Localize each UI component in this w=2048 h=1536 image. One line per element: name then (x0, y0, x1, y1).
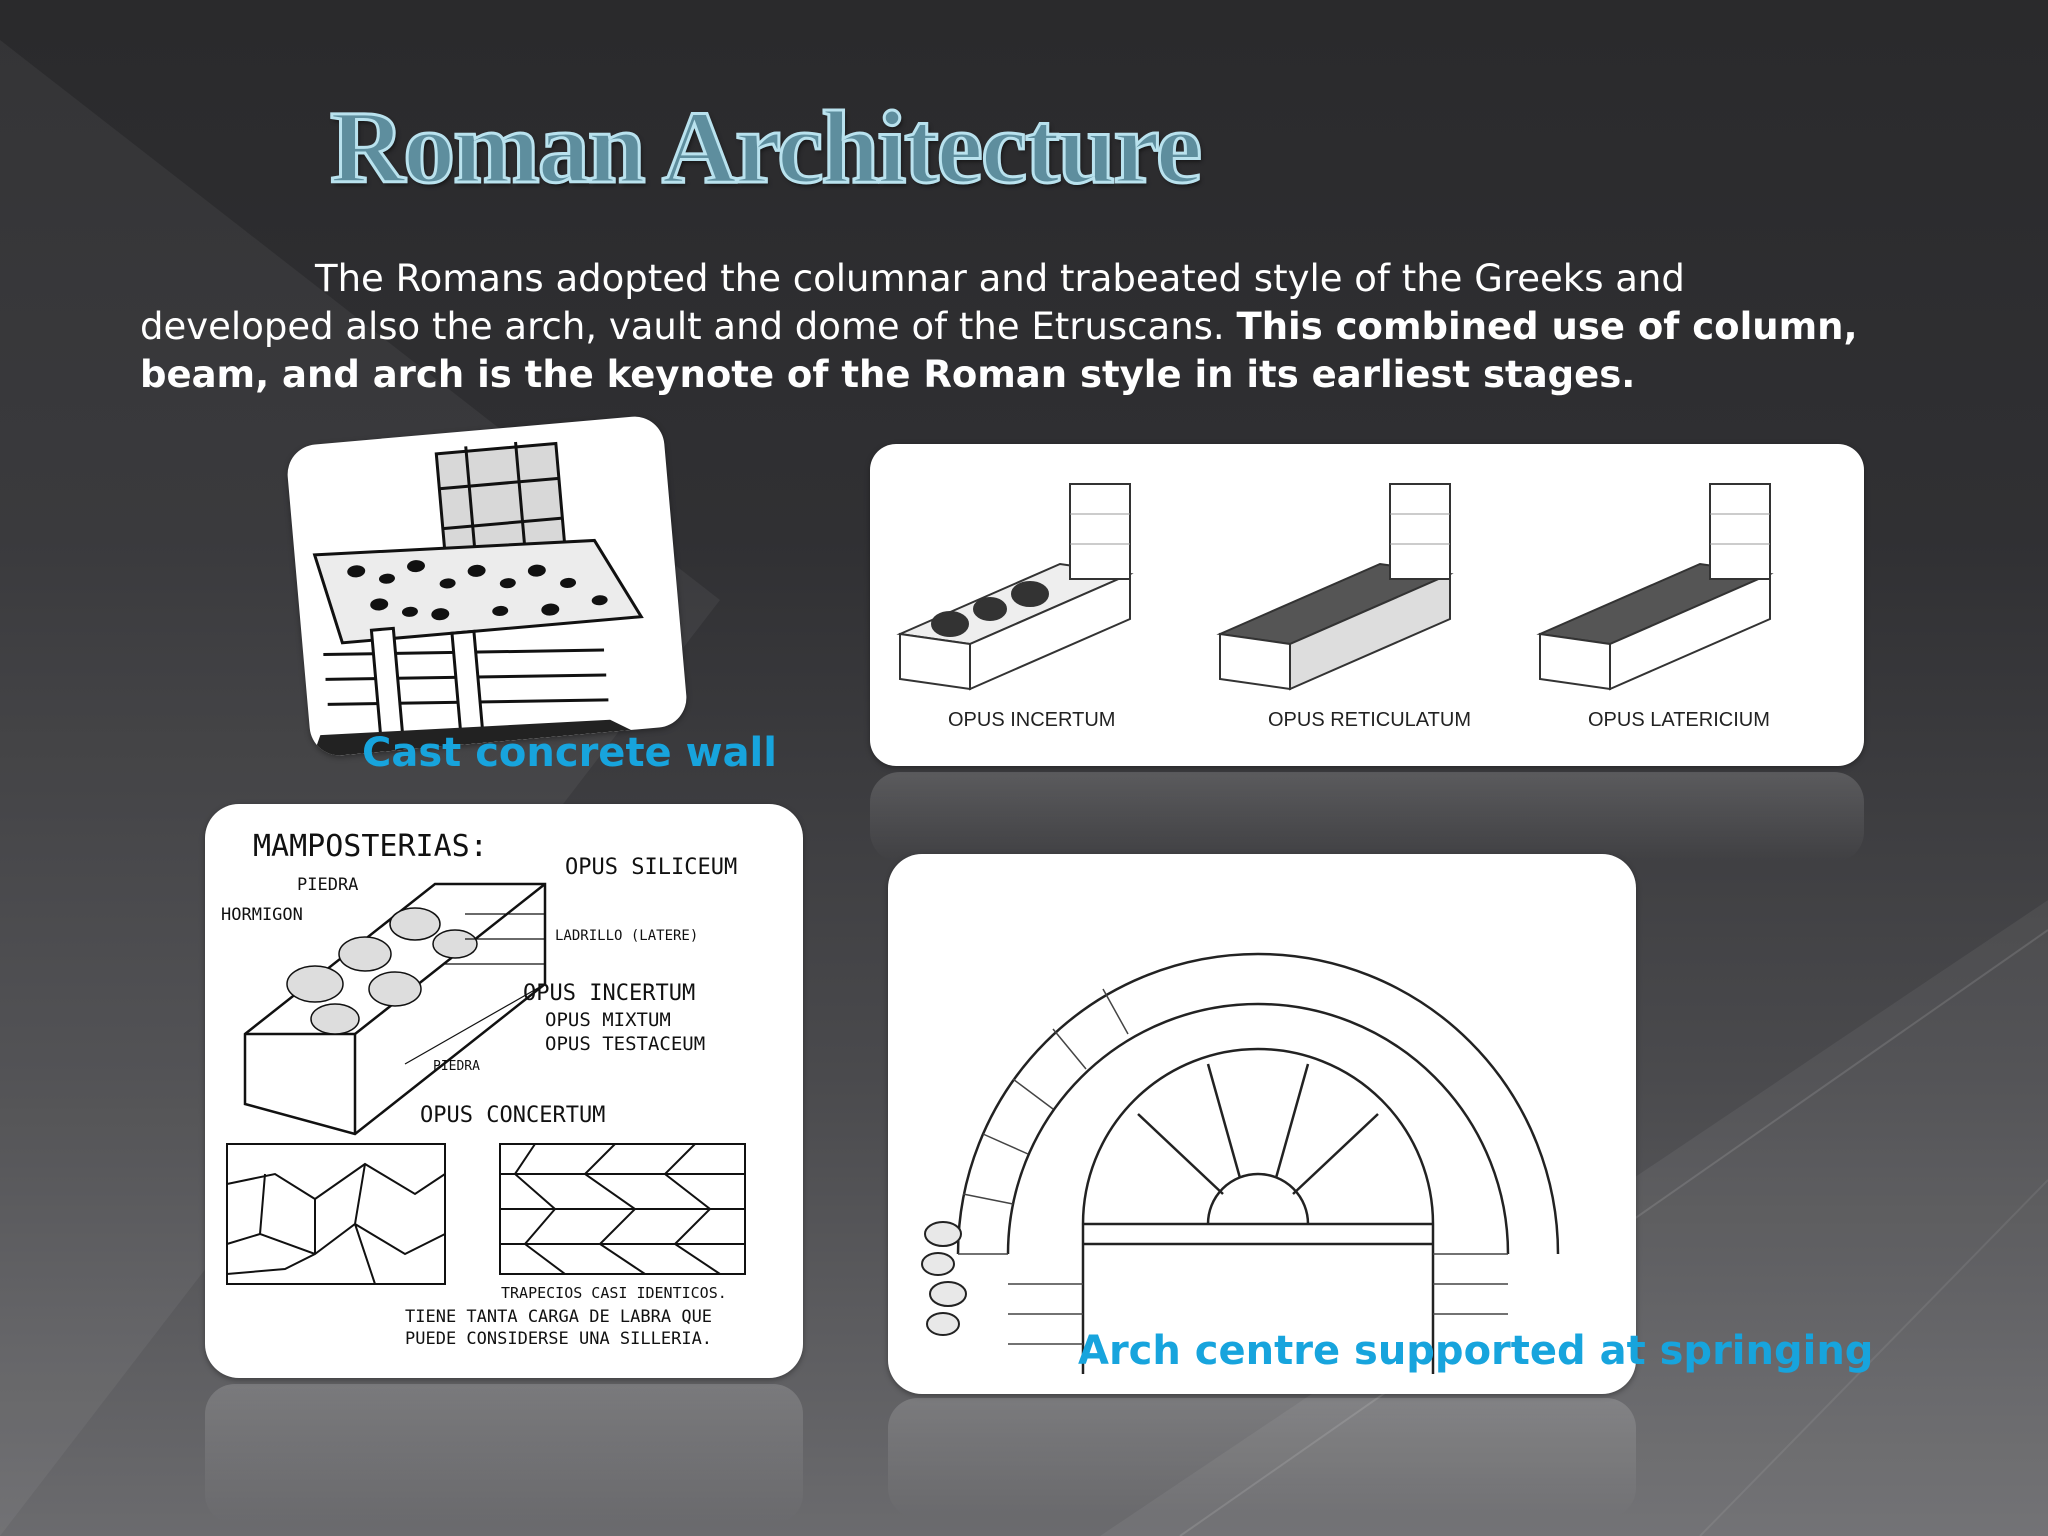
opus-latericium-label: OPUS LATERICIUM (1588, 709, 1770, 731)
opus-types-image: OPUS INCERTUM OPUS RETICULATUM OPUS LATE… (870, 444, 1864, 766)
opus-incertum-handwritten: OPUS INCERTUM (523, 981, 695, 1006)
opus-mixtum-label: OPUS MIXTUM (545, 1009, 671, 1031)
mamposterias-image: MAMPOSTERIAS: OPUS SILICEUM PIEDRA HORMI… (205, 804, 803, 1378)
silleria-note: PUEDE CONSIDERSE UNA SILLERIA. (405, 1329, 712, 1349)
ladrillo-label: LADRILLO (LATERE) (555, 928, 698, 944)
cast-concrete-caption: Cast concrete wall (362, 730, 777, 776)
cast-concrete-wall-image (285, 414, 689, 758)
cast-concrete-wall-drawing (312, 441, 644, 758)
piedra-top-label: PIEDRA (297, 875, 358, 895)
carga-note: TIENE TANTA CARGA DE LABRA QUE (405, 1307, 712, 1327)
opus-concertum-label: OPUS CONCERTUM (420, 1103, 605, 1128)
arch-drawing (921, 952, 1560, 1374)
mamposterias-reflection (205, 1384, 803, 1524)
arch-image (888, 854, 1636, 1394)
intro-bold-text: This combined use of column, beam, and a… (140, 305, 1858, 396)
trapecios-note: TRAPECIOS CASI IDENTICOS. (501, 1284, 727, 1302)
piedra-bottom-label: PIEDRA (433, 1059, 480, 1074)
mamposterias-drawing: MAMPOSTERIAS: OPUS SILICEUM PIEDRA HORMI… (221, 829, 746, 1349)
arch-reflection (888, 1398, 1636, 1518)
opus-reticulatum-label: OPUS RETICULATUM (1268, 709, 1471, 731)
slide-title: Roman Architecture (329, 89, 1204, 207)
opus-testaceum-label: OPUS TESTACEUM (545, 1033, 705, 1055)
opus-incertum-label: OPUS INCERTUM (948, 709, 1115, 731)
opus-siliceum-label: OPUS SILICEUM (565, 855, 737, 880)
opus-types-drawing: OPUS INCERTUM OPUS RETICULATUM OPUS LATE… (896, 483, 1774, 731)
intro-paragraph: The Romans adopted the columnar and trab… (140, 255, 1880, 399)
hormigon-label: HORMIGON (221, 905, 303, 925)
opus-types-reflection (870, 772, 1864, 862)
intro-regular-text: The Romans adopted the columnar and trab… (140, 257, 1685, 348)
mamposterias-heading: MAMPOSTERIAS: (253, 829, 488, 864)
arch-caption: Arch centre supported at springing (1078, 1328, 1874, 1374)
